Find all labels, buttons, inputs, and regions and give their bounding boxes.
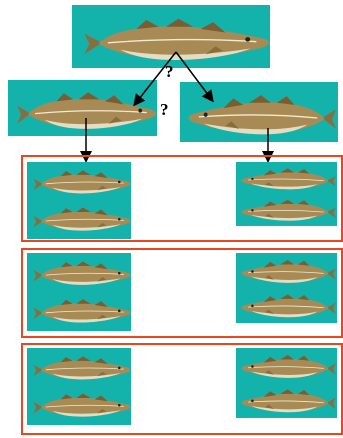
fish-icon — [241, 259, 337, 318]
group-2-right-pair — [236, 253, 337, 323]
offspring-group-2 — [21, 248, 343, 338]
group-2-left-pair — [27, 253, 131, 331]
fish-icon — [16, 91, 157, 130]
root-fish-tile — [72, 5, 270, 68]
fish-icon — [187, 94, 337, 136]
fish-icon — [33, 169, 131, 232]
fish-icon — [83, 18, 270, 61]
question-mark-upper: ? — [165, 62, 174, 81]
group-1-right-pair — [236, 162, 337, 226]
group-1-left-pair — [27, 162, 131, 239]
fish-icon — [241, 354, 337, 413]
offspring-group-1 — [21, 155, 343, 242]
fish-icon — [33, 355, 131, 418]
fish-icon — [33, 261, 131, 323]
right-parent-fish-tile — [180, 82, 338, 142]
left-parent-fish-tile — [8, 80, 157, 136]
fish-icon — [241, 168, 337, 222]
group-3-right-pair — [236, 348, 337, 418]
question-mark-lower: ? — [160, 100, 169, 119]
offspring-group-3 — [21, 343, 343, 435]
group-3-left-pair — [27, 348, 131, 425]
